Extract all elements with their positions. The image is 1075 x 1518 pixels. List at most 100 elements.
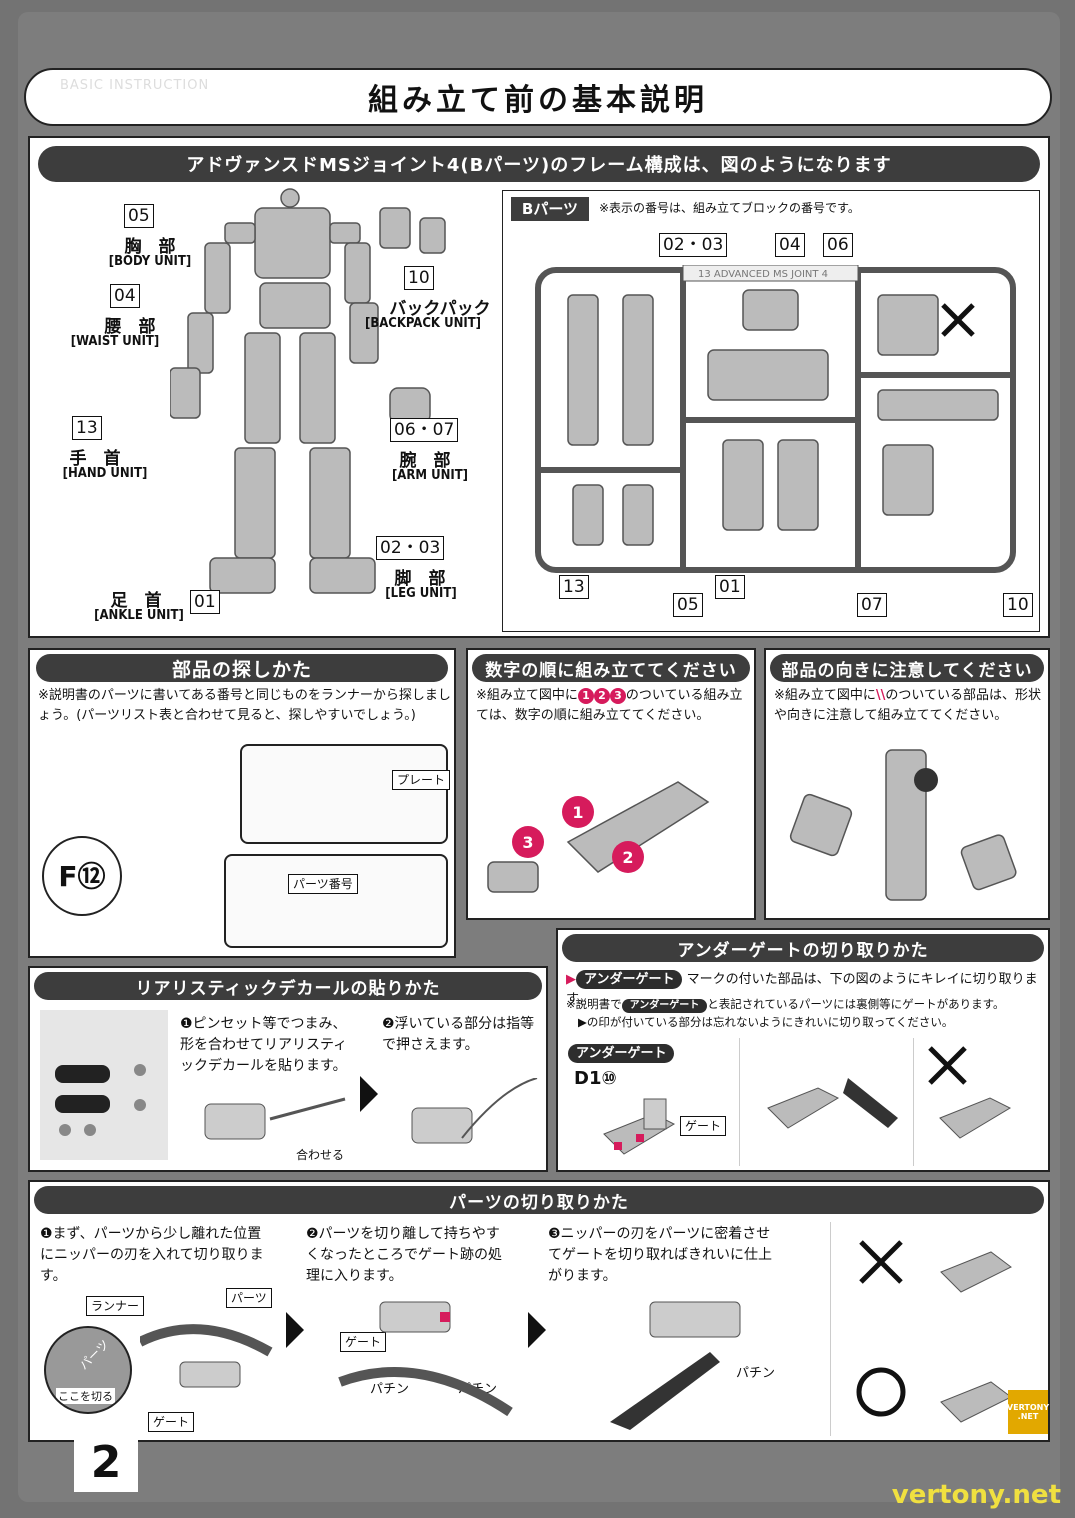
decal-panel: リアリスティックデカールの貼りかた ❶ピンセット等でつまみ、形を合わせてリアリス… <box>28 966 548 1172</box>
find-parts-panel: 部品の探しかた ※説明書のパーツに書いてある番号と同じものをランナーから探しまし… <box>28 648 456 958</box>
unit-en-hand: [HAND UNIT] <box>62 466 148 481</box>
unit-en-waist: [WAIST UNIT] <box>70 334 160 349</box>
assembly-order-illustration: 1 2 3 <box>487 781 710 893</box>
svg-text:2: 2 <box>622 848 633 867</box>
unit-en-backpack: [BACKPACK UNIT] <box>364 316 482 331</box>
decal-sheet <box>40 1010 168 1160</box>
undergate-line2: ※説明書でアンダーゲートと表記されているパーツには裏側等にゲートがあります。 <box>566 997 1005 1013</box>
decal-header: リアリスティックデカールの貼りかた <box>34 972 542 1000</box>
cutting-compare-box <box>830 1222 1044 1436</box>
unit-jp-hand: 手 首 <box>69 449 121 469</box>
wrong-result-icon <box>856 1240 1012 1423</box>
cutting-step-3: ❸ニッパーの刃をパーツに密着させてゲートを切り取ればきれいに仕上がります。 <box>548 1226 772 1284</box>
unit-jp-arm: 腕 部 <box>399 451 451 471</box>
runner-number-04: 04 <box>775 233 805 257</box>
cutting-step-2: ❷パーツを切り離して持ちやすくなったところでゲート跡の処理に入ります。 <box>306 1226 502 1284</box>
decal-sheet-icon <box>55 1064 146 1136</box>
watermark-url: vertony.net <box>891 1480 1061 1510</box>
cutting-sound-3: パチン <box>736 1366 776 1381</box>
undergate-cut-box <box>748 1038 914 1166</box>
find-parts-illustration: F⑫ プレート パーツ番号 <box>30 736 454 956</box>
undergate-line1: ▶アンダーゲート マークの付いた部品は、下の図のようにキレイに切り取ります。 <box>566 970 1038 1007</box>
runner-number-02-03: 02・03 <box>659 233 728 257</box>
unit-number-hand: 13 <box>72 416 102 440</box>
direction-note: ※組み立て図中に\\のついている部品は、形状や向きに注意して組み立ててください。 <box>774 688 1042 723</box>
part-number-badge: F⑫ <box>42 836 122 916</box>
runner-sprue: 13 ADVANCED MS JOINT 4 <box>535 265 1016 573</box>
decal-step-1: ❶ピンセット等でつまみ、形を合わせてリアリスティックデカールを貼ります。 <box>180 1016 348 1074</box>
decal-step-2: ❷浮いている部分は指等で押さえます。 <box>382 1016 535 1053</box>
svg-text:3: 3 <box>522 833 533 852</box>
undergate-line3: ▶の印が付いている部分は忘れないようにきれいに切り取ってください。 <box>578 1015 954 1029</box>
title-ghost-text: BASIC INSTRUCTION <box>60 78 210 93</box>
runner-number-01: 01 <box>715 575 745 599</box>
undergate-part-icon <box>603 1098 676 1155</box>
direction-panel: 部品の向きに注意してください ※組み立て図中に\\のついている部品は、形状や向き… <box>764 648 1050 920</box>
cutting-step-1: ❶まず、パーツから少し離れた位置にニッパーの刃を入れて切り取ります。 <box>40 1226 264 1284</box>
cutting-arrow-2-icon <box>528 1312 546 1348</box>
direction-header: 部品の向きに注意してください <box>770 654 1044 682</box>
undergate-header: アンダーゲートの切り取りかた <box>562 934 1044 962</box>
frame-header: アドヴァンスドMSジョイント4(Bパーツ)のフレーム構成は、図のようになります <box>38 146 1040 182</box>
nipper-trim-illustration <box>610 1301 741 1430</box>
undergate-wrong-box <box>920 1038 1046 1166</box>
cutting-runner-label: ランナー <box>86 1296 145 1316</box>
unit-jp-ankle: 足 首 <box>110 591 162 611</box>
watermark-logo: VERTONY.NET <box>1007 1390 1049 1434</box>
robot-figure <box>170 188 446 594</box>
undergate-example-box: アンダーゲート D1⑩ ゲート <box>564 1038 740 1166</box>
unit-number-backpack: 10 <box>404 266 434 290</box>
cutting-detail-parts: パーツ <box>76 1337 112 1373</box>
runner-number-10: 10 <box>1003 593 1033 617</box>
cutting-parts-label: パーツ <box>226 1288 272 1308</box>
undergate-tag: アンダーゲート <box>568 1044 675 1063</box>
runner-number-13: 13 <box>559 575 589 599</box>
unit-jp-backpack: バックパック <box>389 299 491 319</box>
frame-composition-panel: アドヴァンスドMSジョイント4(Bパーツ)のフレーム構成は、図のようになります … <box>28 136 1050 638</box>
decal-step2-illustration <box>411 1078 538 1144</box>
direction-illustration <box>789 749 1017 901</box>
decal-step1-illustration <box>204 1097 346 1140</box>
cutting-gate-label-1: ゲート <box>148 1412 195 1432</box>
unit-jp-body: 胸 部 <box>124 237 176 257</box>
svg-text:1: 1 <box>572 803 583 822</box>
runner-cutting-illustration <box>140 1324 273 1388</box>
runner-number-06: 06 <box>823 233 853 257</box>
cutting-gate-label-2: ゲート <box>340 1332 387 1352</box>
decal-arrow-icon <box>360 1076 378 1112</box>
runner-number-05: 05 <box>673 593 703 617</box>
cutting-cut-here: ここを切る <box>56 1388 115 1404</box>
undergate-gate-label: ゲート <box>680 1116 727 1136</box>
find-parts-header: 部品の探しかた <box>36 654 448 682</box>
unit-jp-leg: 脚 部 <box>394 569 446 589</box>
wrong-mark-icon <box>928 1046 1012 1139</box>
undergate-part-code: D1⑩ <box>574 1068 617 1089</box>
find-parts-note: ※説明書のパーツに書いてある番号と同じものをランナーから探しましょう。(パーツリ… <box>38 688 451 723</box>
unit-jp-waist: 腰 部 <box>104 317 156 337</box>
unit-number-leg: 02・03 <box>376 536 445 560</box>
gate-trim-illustration <box>338 1301 513 1417</box>
title-banner: BASIC INSTRUCTION 組み立て前の基本説明 <box>24 68 1052 126</box>
cutting-panel: パーツの切り取りかた ❶まず、パーツから少し離れた位置にニッパーの刃を入れて切り… <box>28 1180 1050 1442</box>
runner-label-text: 13 ADVANCED MS JOINT 4 <box>698 269 828 280</box>
unit-en-leg: [LEG UNIT] <box>385 586 457 601</box>
b-parts-label: Bパーツ <box>511 197 589 221</box>
b-parts-note: ※表示の番号は、組み立てブロックの番号です。 <box>599 201 860 215</box>
undergate-panel: アンダーゲートの切り取りかた ▶アンダーゲート マークの付いた部品は、下の図のよ… <box>556 928 1050 1172</box>
page-title: 組み立て前の基本説明 <box>368 83 708 118</box>
cutting-arrow-1-icon <box>286 1312 304 1348</box>
unit-number-body: 05 <box>124 204 154 228</box>
plate-detail-box <box>240 744 448 844</box>
decal-align-label: 合わせる <box>292 1146 349 1164</box>
unit-number-ankle: 01 <box>190 590 220 614</box>
page-number: 2 <box>74 1432 138 1492</box>
assembly-order-header: 数字の順に組み立ててください <box>472 654 750 682</box>
unit-en-ankle: [ANKLE UNIT] <box>94 608 184 623</box>
caution-mark-icon: \\ <box>875 688 886 703</box>
cutting-detail-circle: パーツ ここを切る <box>44 1326 132 1414</box>
cutting-sound-1: パチン <box>370 1382 410 1397</box>
unit-number-waist: 04 <box>110 284 140 308</box>
unit-en-arm: [ARM UNIT] <box>391 468 469 483</box>
